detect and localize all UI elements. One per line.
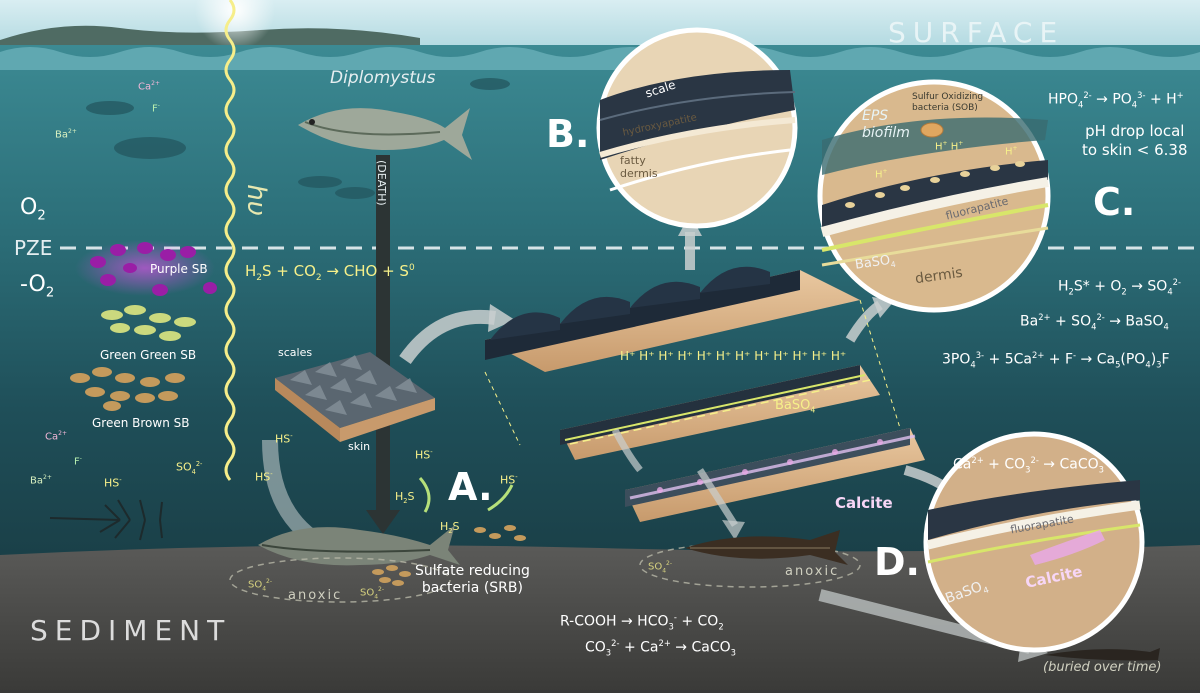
ca-ion-top: Ca2+ [138, 80, 160, 93]
carcass-fish [258, 525, 460, 566]
so4-ion-3: SO42- [360, 586, 385, 601]
dashed-guide-left [484, 371, 521, 446]
dashed-guide-right [859, 299, 901, 429]
hs-ion-1: HS- [104, 476, 122, 490]
surface-label: SURFACE [888, 16, 1065, 49]
scale-stack-top [485, 266, 860, 372]
diplomystus-label: Diplomystus [330, 68, 436, 88]
baso4-main-label: BaSO4 [775, 398, 816, 415]
fluorapatite-equation: 3PO43- + 5Ca2+ + F- → Ca5(PO4)3F [942, 350, 1170, 370]
h-plus-c-2: H+ H+ [935, 140, 964, 153]
hpo4-equation: HPO42- → PO43- + H+ [1048, 90, 1184, 110]
light-ray [224, 0, 236, 481]
arrow-hs-up [487, 484, 514, 512]
calcite-equation: Ca2+ + CO32- → CaCO3 [953, 455, 1104, 475]
hs-ion-2: HS- [275, 432, 293, 446]
panel-d-label: D. [874, 540, 920, 584]
buried-label: (buried over time) [1043, 660, 1162, 675]
h2s-ion-2: H2S [440, 520, 460, 536]
arrow-h2s-up [418, 477, 431, 513]
hs-ion-4: HS- [415, 448, 433, 462]
co3-ca-equation: CO32- + Ca2+ → CaCO3 [585, 638, 736, 658]
fossil-fish [685, 530, 848, 565]
so4-ion-4: SO42- [648, 560, 673, 575]
anoxic-zone-left [229, 557, 451, 603]
h-plus-c-3: H+ [1005, 145, 1018, 158]
ba-ion-top: Ba2+ [55, 128, 77, 141]
panel-c-circle [817, 79, 1051, 313]
sediment-label: SEDIMENT [30, 614, 232, 647]
f-ion-bottom: F- [74, 455, 82, 468]
scales-label: scales [278, 346, 313, 359]
h2s-ion-1: H2S [395, 490, 415, 506]
green-green-sb-label: Green Green SB [100, 348, 197, 362]
scales-skin-block [275, 352, 435, 442]
sediment-layer [0, 545, 1200, 693]
f-ion-top: F- [152, 102, 160, 115]
buried-fossil [1045, 648, 1160, 661]
minus-o2-label: -O2 [20, 272, 55, 301]
o2-label: O2 [20, 195, 46, 224]
death-label: (DEATH) [375, 160, 388, 206]
ba-so4-equation: Ba2+ + SO42- → BaSO4 [1020, 312, 1169, 332]
panel-b-circle [596, 27, 798, 229]
panel-d-circle [923, 431, 1145, 653]
diplomystus-fish [298, 108, 472, 160]
ca-ion-bottom: Ca2+ [45, 430, 67, 443]
anoxic-label-left: anoxic [288, 588, 343, 603]
so4-ion-1: SO42- [176, 460, 203, 476]
green-brown-bacteria [70, 367, 185, 411]
so4-ion-2: SO42- [248, 578, 273, 593]
hv-label: hυ [240, 184, 271, 216]
h-plus-c-1: H+ [875, 168, 888, 181]
hs-ion-5: HS- [500, 473, 518, 487]
calcite-main-label: Calcite [835, 494, 893, 512]
panel-a-label: A. [448, 465, 493, 509]
pze-label: PZE [14, 236, 53, 260]
death-arrow-head [366, 510, 400, 534]
hs-ion-3: HS- [255, 470, 273, 484]
h2s-o2-equation: H2S* + O2 → SO42- [1058, 277, 1182, 297]
anoxic-label-right: anoxic [785, 564, 840, 579]
purple-sb-label: Purple SB [150, 262, 208, 276]
ba-ion-bottom: Ba2+ [30, 474, 52, 487]
green-brown-sb-label: Green Brown SB [92, 416, 190, 430]
rcooh-equation: R-COOH → HCO3- + CO2 [560, 612, 724, 632]
background-fish [86, 78, 510, 199]
bottom-plant [49, 499, 163, 541]
death-arrow-shaft [376, 155, 390, 515]
green-green-bacteria [101, 305, 196, 341]
panel-c-label: C. [1093, 180, 1136, 224]
purple-bacteria [90, 242, 217, 296]
surface-waves [0, 47, 1200, 70]
panel-b-label: B. [546, 112, 590, 156]
srb-bacteria-cluster [372, 525, 526, 586]
h2s-co2-equation: H2S + CO2 → CHO + S0 [245, 262, 415, 283]
scale-stack-middle [560, 365, 880, 460]
scale-stack-bottom [625, 428, 925, 522]
arrow-scales-to-stack [399, 310, 497, 365]
sun [195, 0, 275, 50]
h-plus-row: H⁺ H⁺ H⁺ H⁺ H⁺ H⁺ H⁺ H⁺ H⁺ H⁺ H⁺ H⁺ [620, 349, 846, 363]
skin-label: skin [348, 440, 371, 453]
